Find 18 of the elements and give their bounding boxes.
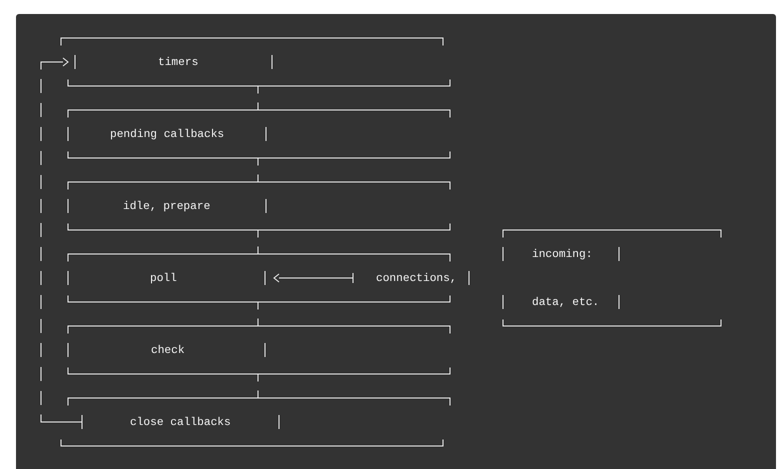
- phase-box: [60, 397, 451, 447]
- phase-box: [67, 109, 451, 159]
- node-label: data, etc.: [532, 296, 600, 310]
- arrow: [40, 58, 82, 422]
- node-label: check: [151, 344, 185, 358]
- node-label: incoming:: [532, 248, 592, 262]
- phase-box: [60, 37, 451, 87]
- node-label: pending callbacks: [110, 128, 224, 142]
- node-label: poll: [150, 272, 177, 286]
- node-label: connections,: [376, 272, 457, 286]
- arrow: [274, 274, 354, 282]
- source-box: [502, 229, 722, 327]
- node-label: timers: [158, 56, 198, 70]
- node-label: close callbacks: [130, 416, 231, 430]
- phase-box: [67, 325, 451, 375]
- label-frame: [352, 269, 470, 287]
- phase-box: [67, 181, 451, 231]
- node-label: idle, prepare: [123, 200, 210, 214]
